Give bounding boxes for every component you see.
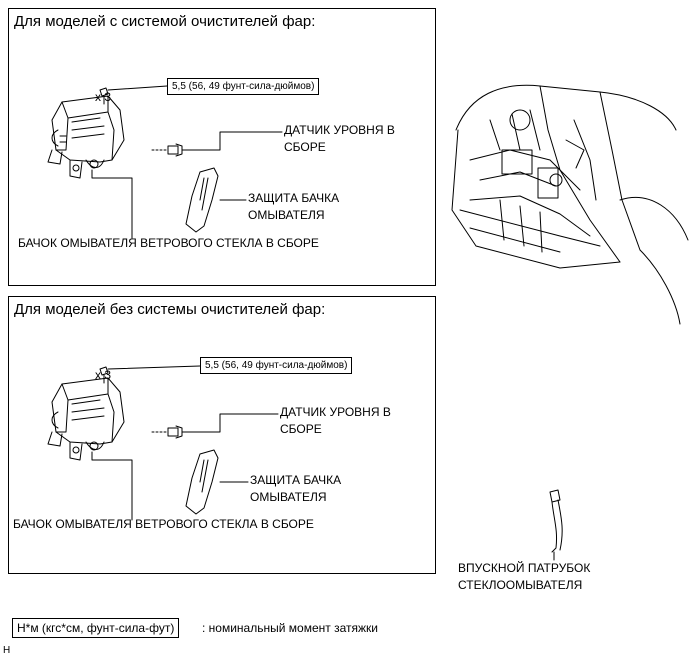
washer-tank-illustration [47,95,125,179]
tank-guard-label: ЗАЩИТА БАЧКА ОМЫВАТЕЛЯ [250,473,342,504]
torque-spec-box: 5,5 (56, 49 фунт-сила-дюймов) [167,78,320,95]
bolt-icon [99,366,109,384]
panel-title: Для моделей с системой очистителей фар: [14,13,316,30]
tank-guard-icon [185,167,219,233]
panel-without-headlamp-cleaner: Для моделей без системы очистителей фар: [8,296,436,574]
panel-with-headlamp-cleaner: Для моделей с системой очистителей фар: [8,8,436,286]
washer-tank-label: БАЧОК ОМЫВАТЕЛЯ ВЕТРОВОГО СТЕКЛА В СБОРЕ [13,517,314,531]
torque-legend-text: : номинальный момент затяжки [202,621,378,635]
level-sensor-icon [151,143,183,157]
tank-guard-icon [185,449,219,515]
level-sensor-label: ДАТЧИК УРОВНЯ В СБОРЕ [284,123,395,154]
vehicle-front-illustration [451,84,689,325]
washer-inlet-icon [549,489,563,561]
washer-tank-label: БАЧОК ОМЫВАТЕЛЯ ВЕТРОВОГО СТЕКЛА В СБОРЕ [18,236,319,250]
figure-id: H [3,645,11,656]
bolt-icon [99,87,109,105]
torque-unit-box: Н*м (кгс*см, фунт-сила-фут) [12,618,180,638]
panel-title: Для моделей без системы очистителей фар: [14,301,326,318]
washer-tank-illustration [47,377,125,461]
washer-inlet-label: ВПУСКНОЙ ПАТРУБОК СТЕКЛООМЫВАТЕЛЯ [458,561,591,592]
tank-guard-label: ЗАЩИТА БАЧКА ОМЫВАТЕЛЯ [248,191,340,222]
torque-spec-box: 5,5 (56, 49 фунт-сила-дюймов) [200,357,353,374]
level-sensor-label: ДАТЧИК УРОВНЯ В СБОРЕ [280,405,391,436]
level-sensor-icon [151,425,183,439]
